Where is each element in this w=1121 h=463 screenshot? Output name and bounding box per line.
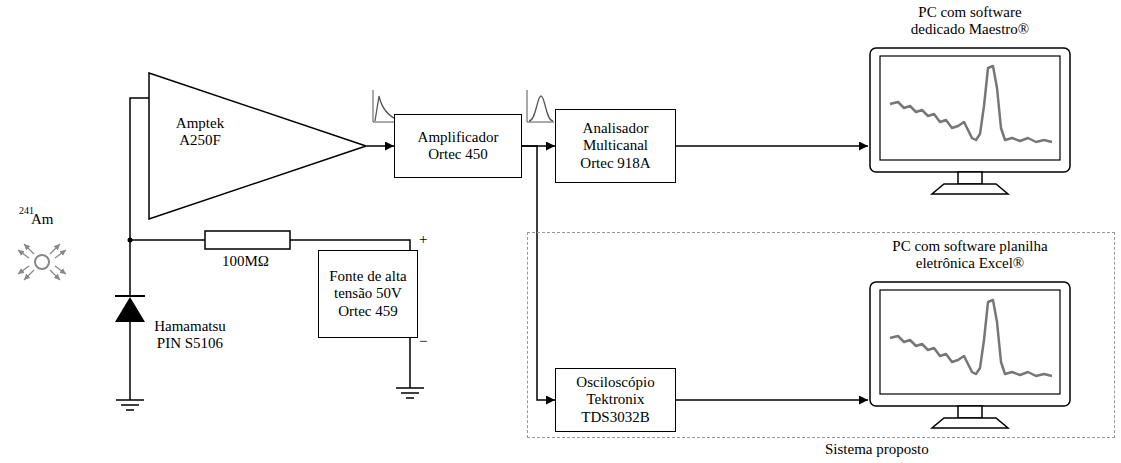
pulse-waveform xyxy=(529,96,553,121)
resistor-value: 100MΩ xyxy=(222,253,269,270)
amplifier-triangle: Amptek A250F xyxy=(148,72,367,220)
diode-symbol xyxy=(115,297,145,322)
computer-monitor: PC com software planilha eletrônica Exce… xyxy=(868,238,1072,430)
radiation-arrow xyxy=(18,250,29,258)
monitor-bezel xyxy=(870,282,1070,406)
dashed-region: Sistema proposto Osciloscópio Tektronix T… xyxy=(527,232,1115,461)
spectrum-waveform xyxy=(890,300,1052,376)
input-wire xyxy=(130,98,149,240)
pulse-axes xyxy=(527,90,554,122)
monitor-screen xyxy=(880,290,1060,394)
box-text: Analisador Multicanal Ortec 918A xyxy=(574,120,658,172)
polarity-sign: − xyxy=(419,333,427,350)
amplifier-triangle-shape xyxy=(149,73,366,219)
monitor-screen xyxy=(880,56,1060,160)
radiation-source xyxy=(35,255,49,269)
monitor-drawing xyxy=(868,280,1072,430)
radiation-arrow xyxy=(55,266,66,274)
ground-symbol xyxy=(396,388,424,398)
diode-wire xyxy=(129,240,131,296)
bias-wire xyxy=(290,240,410,250)
box-text: Amptek A250F xyxy=(170,115,230,150)
computer-monitor: PC com software dedicado Maestro® xyxy=(868,4,1072,196)
radiation-arrow xyxy=(50,270,60,280)
process-box: Osciloscópio Tektronix TDS3032B xyxy=(555,368,676,432)
signal-arrow xyxy=(676,145,868,147)
bias-wire xyxy=(130,239,205,241)
process-box: Amplificador Ortec 450 xyxy=(394,114,522,178)
supply-ground-wire xyxy=(409,338,411,388)
monitor-bezel xyxy=(870,48,1070,172)
isotope-symbol: Am xyxy=(31,211,54,228)
radiation-arrows xyxy=(18,244,66,280)
polarity-sign: + xyxy=(419,231,427,248)
signal-arrow xyxy=(676,399,868,401)
monitor-drawing xyxy=(868,46,1072,196)
box-text: Fonte de alta tensão 50V Ortec 459 xyxy=(324,268,412,320)
signal-arrow xyxy=(367,145,394,147)
detector-label: Hamamatsu PIN S5106 xyxy=(150,318,230,353)
box-text: Amplificador Ortec 450 xyxy=(412,129,504,164)
radiation-arrow xyxy=(24,270,34,280)
monitor-neck xyxy=(958,406,982,418)
radiation-arrow xyxy=(18,266,29,274)
diode-cathode-bar xyxy=(115,295,145,297)
power-supply-box: Fonte de alta tensão 50V Ortec 459 xyxy=(318,250,418,338)
spectrum-waveform xyxy=(890,66,1052,142)
process-box: Analisador Multicanal Ortec 918A xyxy=(555,109,676,183)
radiation-arrow xyxy=(24,244,34,254)
monitor-base xyxy=(932,184,1008,194)
box-text: Osciloscópio Tektronix TDS3032B xyxy=(569,374,663,426)
heading-text: PC com software dedicado Maestro® xyxy=(905,4,1035,39)
heading-text: PC com software planilha eletrônica Exce… xyxy=(878,238,1062,273)
monitor-base xyxy=(932,418,1008,428)
ground-symbol xyxy=(116,400,144,410)
monitor-neck xyxy=(958,172,982,184)
radiation-arrow xyxy=(55,250,66,258)
diode-ground-wire xyxy=(129,322,131,400)
region-caption: Sistema proposto xyxy=(825,441,929,458)
resistor-symbol xyxy=(205,231,290,249)
radiation-arrow xyxy=(50,244,60,254)
